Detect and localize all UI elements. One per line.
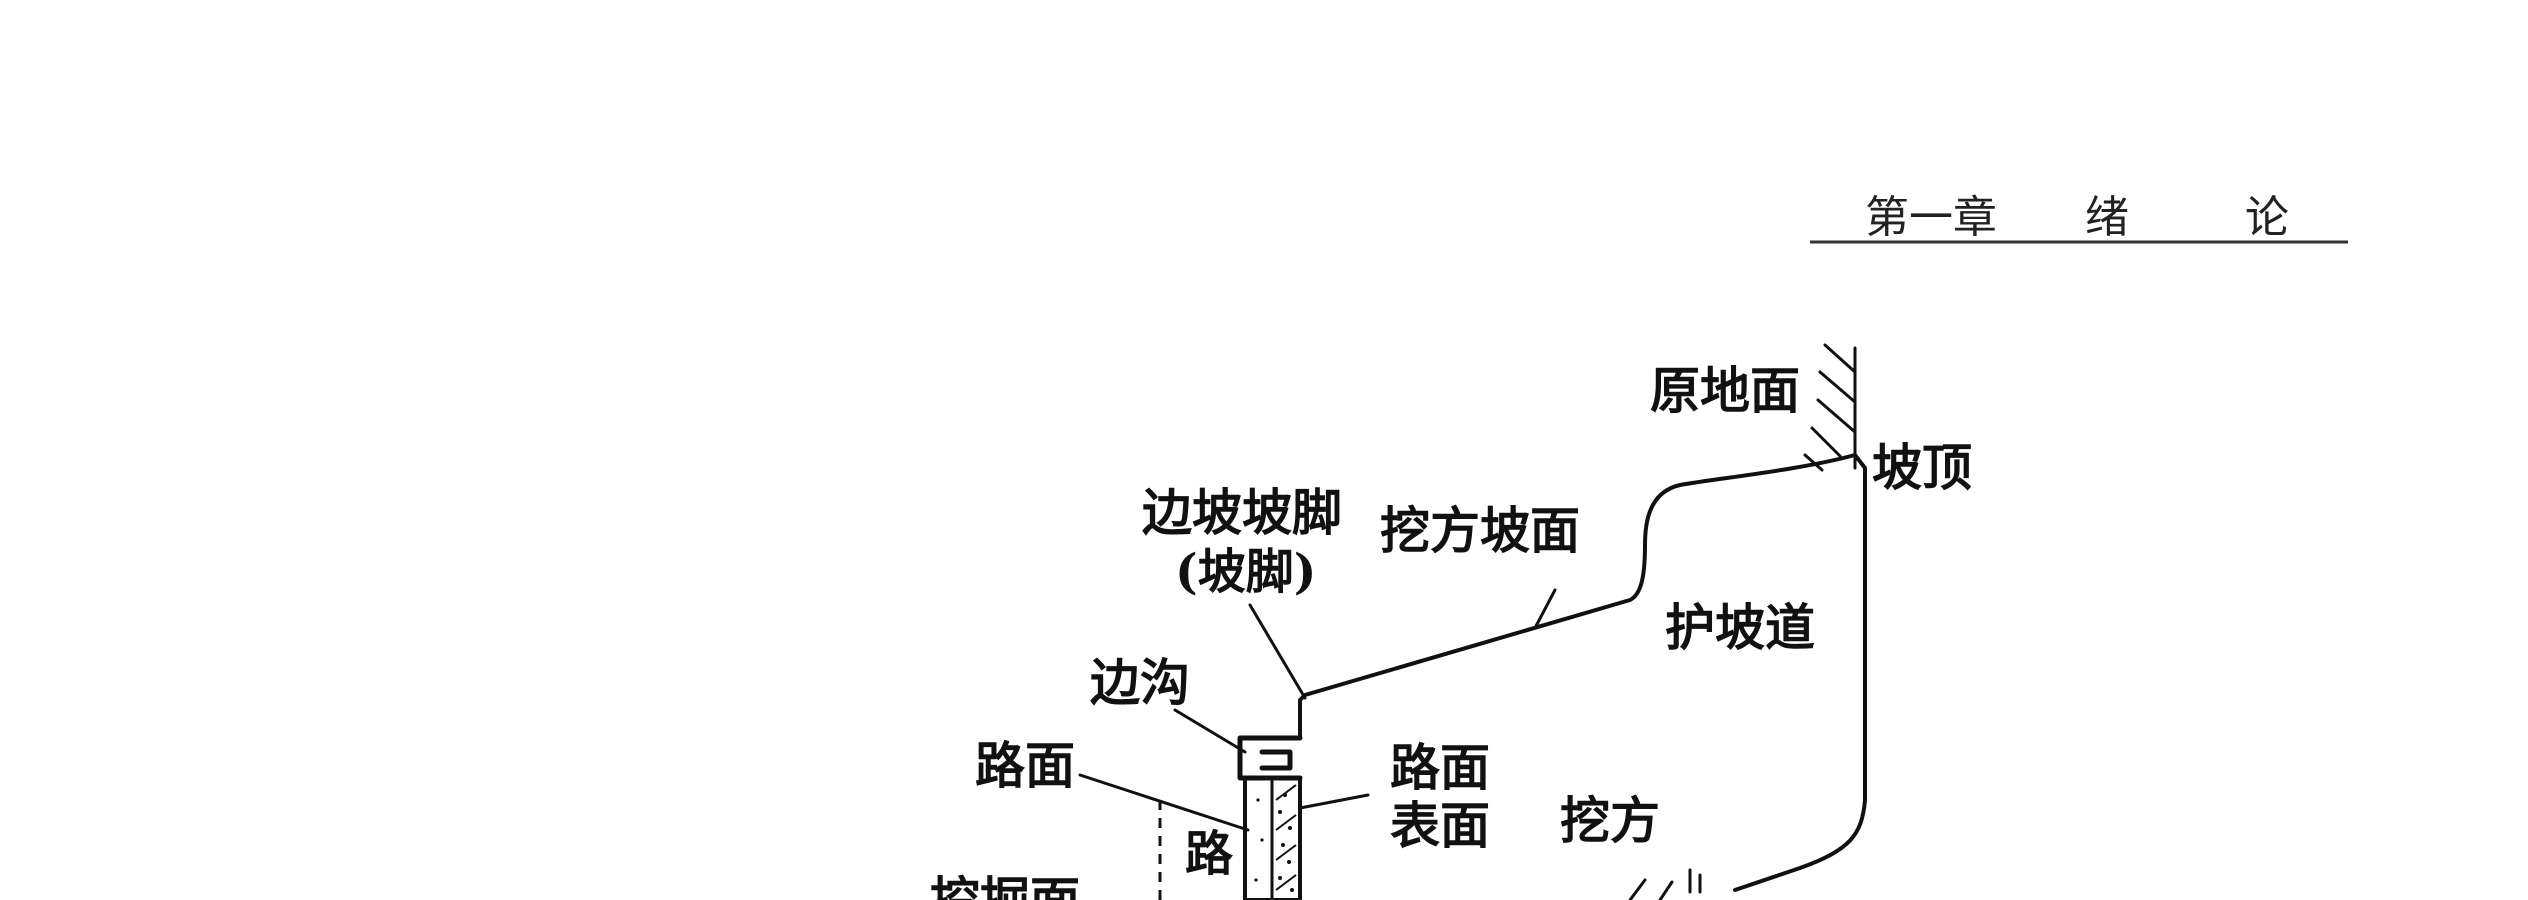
label-pavement-surface-line1: 路面 [1390,738,1490,797]
label-road-layer: 路 [1185,826,1234,882]
leader-lines [1078,588,1557,832]
label-pavement-surface-line2: 表面 [1390,796,1490,855]
side-ditch-shape [1237,735,1303,781]
leader-pavement-surface [1298,793,1370,810]
label-excavation-face: 挖掘面 [930,871,1080,900]
leader-side-ditch [1173,708,1247,754]
leader-pavement [1078,773,1250,832]
chapter-header: 第一章 绪 论 [1810,192,2348,244]
label-slope-toe-line2: (坡脚) [1175,544,1316,600]
chapter-title-char-2: 论 [2245,192,2289,243]
original-ground-line [1733,453,1867,892]
bottom-ground-hatch [1628,868,1702,900]
label-pavement: 路面 [975,736,1075,795]
chapter-number: 第一章 [1865,192,1997,243]
chapter-title-char-1: 绪 [2085,192,2129,243]
label-side-ditch: 边沟 [1090,653,1190,712]
pavement-layers [1243,776,1302,900]
label-slope-top: 坡顶 [1872,438,1972,497]
leader-slope-toe [1248,603,1307,700]
leader-cut-slope-face [1533,588,1557,630]
label-original-ground: 原地面 [1650,361,1800,420]
cut-slope-profile [1298,453,1857,740]
label-cut-slope-face: 挖方坡面 [1380,501,1580,560]
original-ground-hatch [1803,343,1857,472]
label-cut: 挖方 [1560,791,1660,850]
label-berm: 护坡道 [1665,598,1815,657]
label-slope-toe-line1: 边坡坡脚 [1142,483,1342,542]
